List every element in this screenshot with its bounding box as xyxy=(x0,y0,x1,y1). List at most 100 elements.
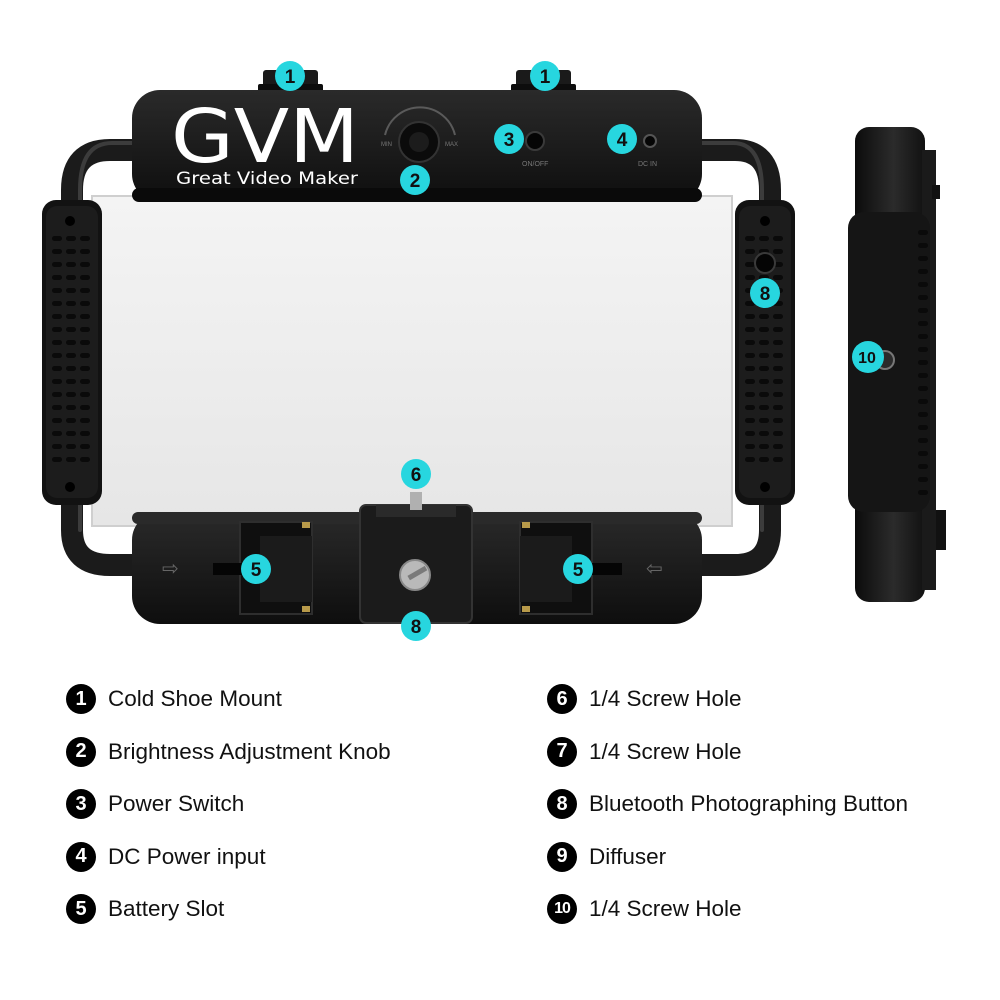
grip-ridge xyxy=(52,236,62,241)
grip-ridge xyxy=(80,366,90,371)
grip-ridge xyxy=(66,444,76,449)
grip-ridge xyxy=(773,314,783,319)
grip-ridge xyxy=(66,405,76,410)
callouts: 1 1 2 3 4 8 10 6 5 5 8 xyxy=(241,61,884,641)
legend-label: Diffuser xyxy=(589,843,667,869)
svg-text:4: 4 xyxy=(617,130,628,151)
grip-ridge xyxy=(759,314,769,319)
legend-label: Power Switch xyxy=(108,791,245,816)
callout-8-right: 8 xyxy=(750,278,780,308)
grip-ridge xyxy=(759,353,769,358)
svg-text:5: 5 xyxy=(573,560,584,581)
grip-ridge xyxy=(759,236,769,241)
grip-ridge xyxy=(918,321,928,326)
grip-ridge xyxy=(52,340,62,345)
grip-ridge xyxy=(759,366,769,371)
grip-ridge xyxy=(66,366,76,371)
grip-ridge xyxy=(759,405,769,410)
grip-ridge xyxy=(80,340,90,345)
grip-ridge xyxy=(52,405,62,410)
callout-10: 10 xyxy=(852,341,884,373)
legend-label: 1/4 Screw Hole xyxy=(589,896,742,921)
grip-ridge xyxy=(66,314,76,319)
svg-text:8: 8 xyxy=(760,284,771,305)
grip-ridge xyxy=(745,353,755,358)
grip-ridge xyxy=(773,405,783,410)
grip-ridge xyxy=(745,314,755,319)
grip-ridge xyxy=(52,457,62,462)
grip-ridge xyxy=(773,457,783,462)
svg-text:1: 1 xyxy=(540,67,551,88)
svg-text:8: 8 xyxy=(411,617,422,638)
grip-ridge xyxy=(66,275,76,280)
brand-logo: GVM xyxy=(171,94,359,180)
grip-ridge xyxy=(80,301,90,306)
legend-label: Brightness Adjustment Knob xyxy=(108,738,391,764)
side-view xyxy=(848,127,946,602)
legend-label: 1/4 Screw Hole xyxy=(589,738,742,764)
grip-ridge xyxy=(745,418,755,423)
legend-item: 9 Diffuser xyxy=(547,841,908,899)
grip-ridge xyxy=(918,464,928,469)
grip-ridge xyxy=(80,314,90,319)
grip-ridge xyxy=(52,353,62,358)
callout-5-left: 5 xyxy=(241,554,271,584)
grip-ridge xyxy=(745,457,755,462)
grip-ridge xyxy=(52,431,62,436)
legend-number-badge: 9 xyxy=(547,841,577,872)
right-grip xyxy=(735,200,795,505)
svg-text:10: 10 xyxy=(858,350,876,367)
knob-max-label: MAX xyxy=(445,142,458,148)
legend-label: Battery Slot xyxy=(108,896,225,921)
svg-text:5: 5 xyxy=(251,560,262,581)
grip-ridge xyxy=(918,269,928,274)
svg-text:3: 3 xyxy=(504,130,515,151)
grip-ridge xyxy=(52,392,62,397)
grip-ridge xyxy=(918,243,928,248)
svg-text:2: 2 xyxy=(410,171,421,192)
legend-number-badge: 3 xyxy=(66,789,96,819)
grip-ridge xyxy=(918,438,928,443)
grip-ridge xyxy=(52,379,62,384)
grip-ridge xyxy=(918,490,928,495)
grip-ridge xyxy=(80,418,90,423)
grip-ridge xyxy=(918,347,928,352)
grip-ridge xyxy=(773,379,783,384)
grip-ridge xyxy=(745,262,755,267)
grip-ridge xyxy=(773,340,783,345)
grip-ridge xyxy=(80,457,90,462)
dc-input-label: DC IN xyxy=(638,161,657,168)
grip-ridge xyxy=(52,366,62,371)
grip-ridge xyxy=(66,340,76,345)
grip-ridge xyxy=(759,457,769,462)
callout-2: 2 xyxy=(400,165,430,195)
dc-input xyxy=(643,134,657,148)
grip-ridge xyxy=(745,301,755,306)
grip-ridge xyxy=(66,327,76,332)
grip-ridge xyxy=(773,236,783,241)
screw-6 xyxy=(410,492,422,510)
grip-ridge xyxy=(745,379,755,384)
product-illustration: GVM Great Video Maker MIN MAX ON/OFF DC … xyxy=(42,61,946,641)
legend-number-badge: 5 xyxy=(66,894,96,924)
legend-label: Cold Shoe Mount xyxy=(108,686,282,711)
legend-label: Bluetooth Photographing Button xyxy=(589,791,908,816)
grip-ridge xyxy=(759,392,769,397)
grip-ridge xyxy=(66,249,76,254)
grip-ridge xyxy=(773,327,783,332)
grip-ridge xyxy=(759,431,769,436)
grip-ridge xyxy=(773,431,783,436)
grip-ridge xyxy=(773,353,783,358)
grip-ridge xyxy=(918,308,928,313)
legend-item: 5 Battery Slot xyxy=(66,894,391,951)
grip-ridge xyxy=(773,444,783,449)
grip-ridge xyxy=(918,295,928,300)
legend-number-badge: 10 xyxy=(547,894,577,924)
grip-ridge xyxy=(918,412,928,417)
grip-ridge xyxy=(918,386,928,391)
grip-ridge xyxy=(80,236,90,241)
grip-ridge xyxy=(918,373,928,378)
grip-ridge xyxy=(918,230,928,235)
